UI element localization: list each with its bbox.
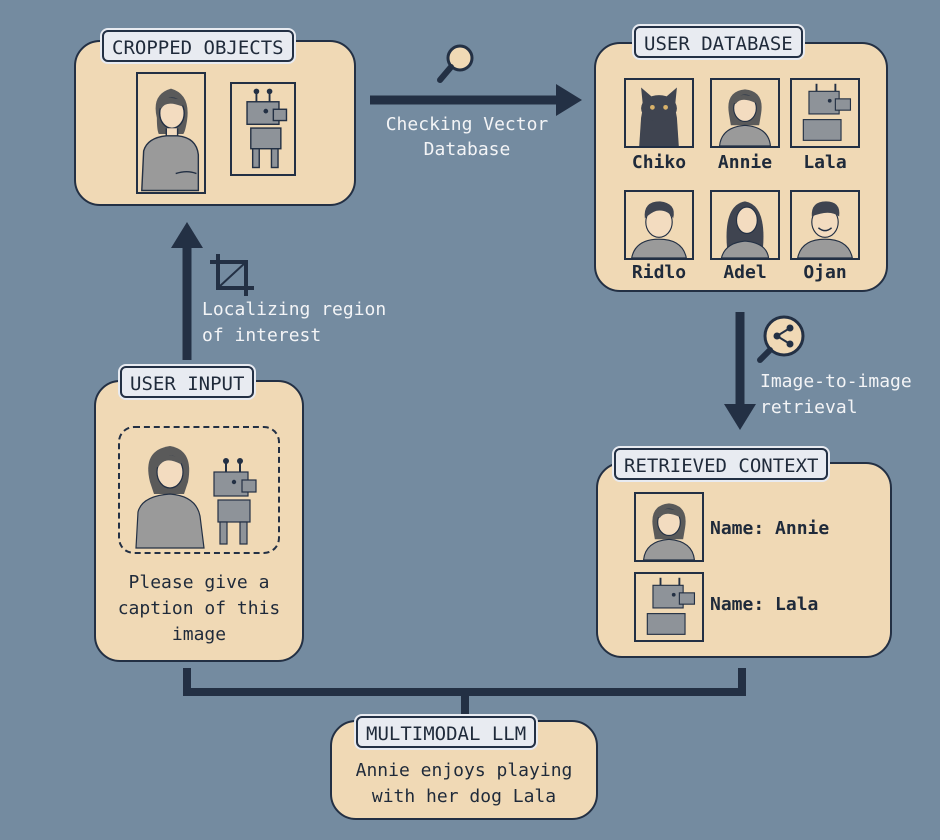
checking-arrow-head bbox=[556, 84, 582, 116]
input-image-selection bbox=[118, 426, 280, 554]
checking-label-line2: Database bbox=[423, 139, 511, 160]
localizing-label-line1: Localizing region bbox=[202, 299, 387, 320]
crop-icon bbox=[210, 254, 254, 296]
woman-icon bbox=[712, 80, 778, 146]
woman-icon bbox=[636, 494, 702, 560]
retrieval-label-line1: Image-to-image bbox=[760, 371, 912, 392]
cropped-robot-dog-image bbox=[230, 82, 296, 176]
db-name-ojan: Ojan bbox=[803, 262, 847, 283]
robot-dog-icon bbox=[636, 574, 702, 640]
long-hair-woman-icon bbox=[712, 192, 778, 258]
db-name-annie: Annie bbox=[717, 152, 773, 173]
user-prompt-line3: image bbox=[171, 624, 227, 645]
db-tile-annie bbox=[710, 78, 780, 148]
cropped-objects-panel bbox=[74, 40, 356, 206]
cat-icon bbox=[626, 80, 692, 146]
cropped-woman-image bbox=[136, 72, 206, 194]
llm-output-line1: Annie enjoys playing bbox=[355, 760, 573, 781]
cropped-objects-title: CROPPED OBJECTS bbox=[102, 30, 294, 62]
db-name-ridlo: Ridlo bbox=[631, 262, 687, 283]
db-tile-ridlo bbox=[624, 190, 694, 260]
input-image bbox=[135, 446, 257, 549]
retrieved-context-title: RETRIEVED CONTEXT bbox=[614, 448, 829, 480]
share-search-icon bbox=[757, 315, 805, 363]
db-tile-lala bbox=[790, 78, 860, 148]
llm-output-line2: with her dog Lala bbox=[371, 786, 557, 807]
robot-dog-icon bbox=[792, 80, 858, 146]
checking-label-line1: Checking Vector bbox=[385, 114, 549, 135]
retrieved-tile-lala bbox=[634, 572, 704, 642]
db-name-lala: Lala bbox=[803, 152, 847, 173]
db-name-adel: Adel bbox=[723, 262, 767, 283]
retrieved-name-lala: Name: Lala bbox=[710, 594, 819, 615]
db-tile-adel bbox=[710, 190, 780, 260]
db-name-chiko: Chiko bbox=[631, 152, 687, 173]
user-database-title: USER DATABASE bbox=[634, 26, 803, 58]
user-input-title: USER INPUT bbox=[120, 366, 255, 398]
merge-bracket bbox=[183, 668, 746, 696]
retrieval-label-line2: retrieval bbox=[760, 397, 858, 418]
retrieved-name-annie: Name: Annie bbox=[710, 518, 830, 539]
woman-icon bbox=[135, 446, 205, 549]
smiling-man-icon bbox=[792, 192, 858, 258]
man-icon bbox=[626, 192, 692, 258]
robot-dog-icon bbox=[213, 458, 257, 545]
user-prompt-line1: Please give a bbox=[128, 572, 270, 593]
user-prompt-line2: caption of this bbox=[117, 598, 281, 619]
localizing-label-line2: of interest bbox=[202, 325, 322, 346]
retrieval-arrow-head bbox=[724, 404, 756, 430]
db-tile-chiko bbox=[624, 78, 694, 148]
woman-icon bbox=[138, 75, 204, 192]
localizing-arrow-head bbox=[171, 222, 203, 248]
robot-dog-icon bbox=[232, 84, 294, 174]
db-tile-ojan bbox=[790, 190, 860, 260]
magnifier-icon bbox=[437, 44, 474, 83]
retrieved-tile-annie bbox=[634, 492, 704, 562]
multimodal-llm-title: MULTIMODAL LLM bbox=[356, 716, 537, 748]
